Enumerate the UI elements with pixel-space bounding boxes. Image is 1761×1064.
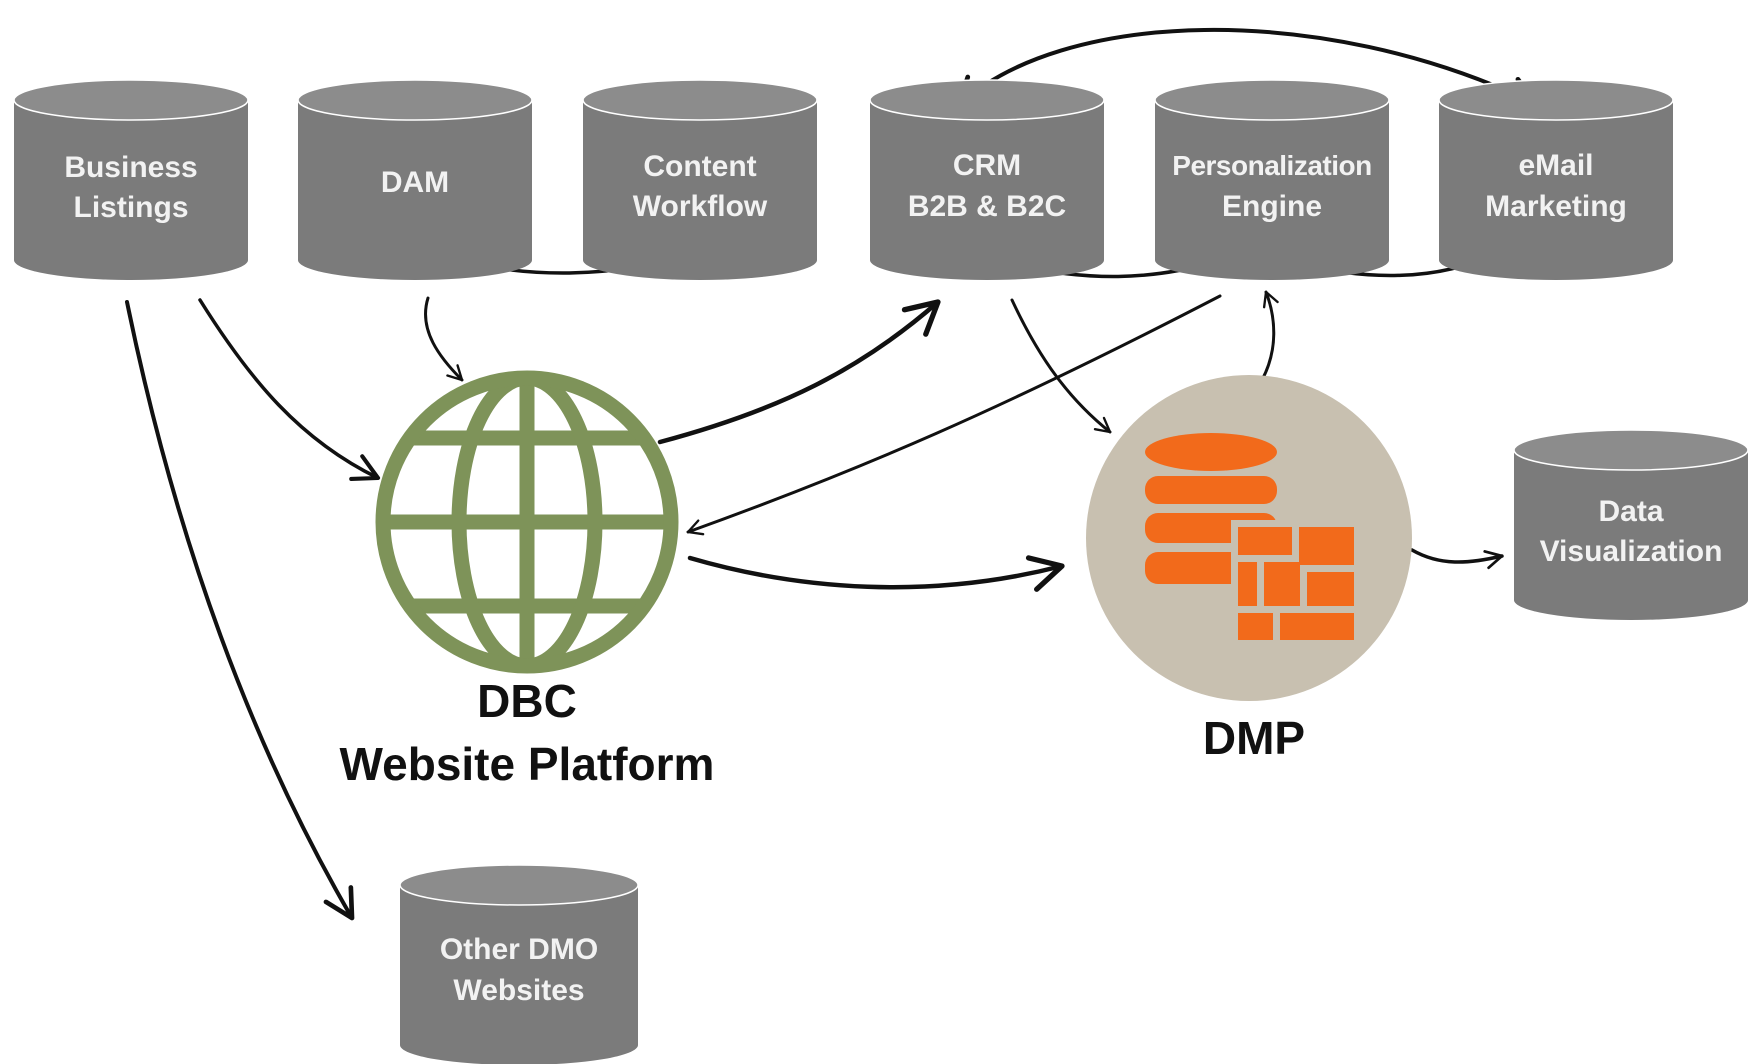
db-label-line2: Listings	[73, 191, 188, 224]
db-data-visualization: Data Visualization	[1513, 429, 1749, 620]
dmp-label: DMP	[1203, 712, 1305, 764]
db-label-line1: eMail	[1518, 149, 1593, 182]
arrow-personalization-dbc	[686, 294, 1222, 536]
db-crm: CRM B2B & B2C	[869, 79, 1105, 280]
arrow-listings-dbc	[198, 298, 381, 482]
db-label-line2: Marketing	[1485, 190, 1627, 223]
db-label-line1: DAM	[381, 166, 449, 199]
db-personalization-engine: Personalization Engine	[1154, 79, 1390, 280]
db-label-line2: Workflow	[633, 190, 768, 223]
db-email-marketing: eMail Marketing	[1438, 79, 1674, 280]
db-label-line2: Websites	[453, 974, 584, 1007]
dbc-label-line1: DBC	[477, 675, 577, 727]
arrow-listings-other-dmo	[125, 300, 355, 921]
arrow-dbc-dmp	[687, 555, 1065, 592]
dbc-hub: DBC Website Platform	[340, 370, 715, 790]
arrow-crm-dmp	[1010, 298, 1112, 434]
globe-icon	[375, 370, 679, 674]
database-bricks-icon	[1145, 433, 1354, 640]
arrow-dmp-dataviz	[1410, 548, 1504, 570]
db-label-line2: Engine	[1222, 190, 1322, 223]
connector-arrows	[125, 28, 1539, 921]
db-business-listings: Business Listings	[13, 79, 249, 280]
arrow-dbc-crm	[657, 299, 941, 445]
db-other-dmo-websites: Other DMO Websites	[399, 864, 639, 1064]
db-label-line2: B2B & B2C	[908, 190, 1066, 223]
db-label-line2: Visualization	[1540, 535, 1723, 568]
db-label-line1: Personalization	[1172, 150, 1371, 181]
arrow-dmp-personalization	[1260, 290, 1279, 382]
db-label-line1: Other DMO	[440, 933, 598, 966]
arrow-dam-dbc	[424, 296, 464, 382]
arrow-crm-email-arc	[955, 28, 1539, 109]
db-label-line1: Data	[1598, 495, 1663, 528]
db-content-workflow: Content Workflow	[582, 79, 818, 280]
dmp-hub: DMP	[1086, 375, 1412, 764]
db-label-line1: CRM	[953, 149, 1021, 182]
db-label-line1: Content	[643, 150, 756, 183]
dbc-label-line2: Website Platform	[340, 738, 715, 790]
db-label-line1: Business	[64, 151, 197, 184]
db-dam: DAM	[297, 79, 533, 280]
